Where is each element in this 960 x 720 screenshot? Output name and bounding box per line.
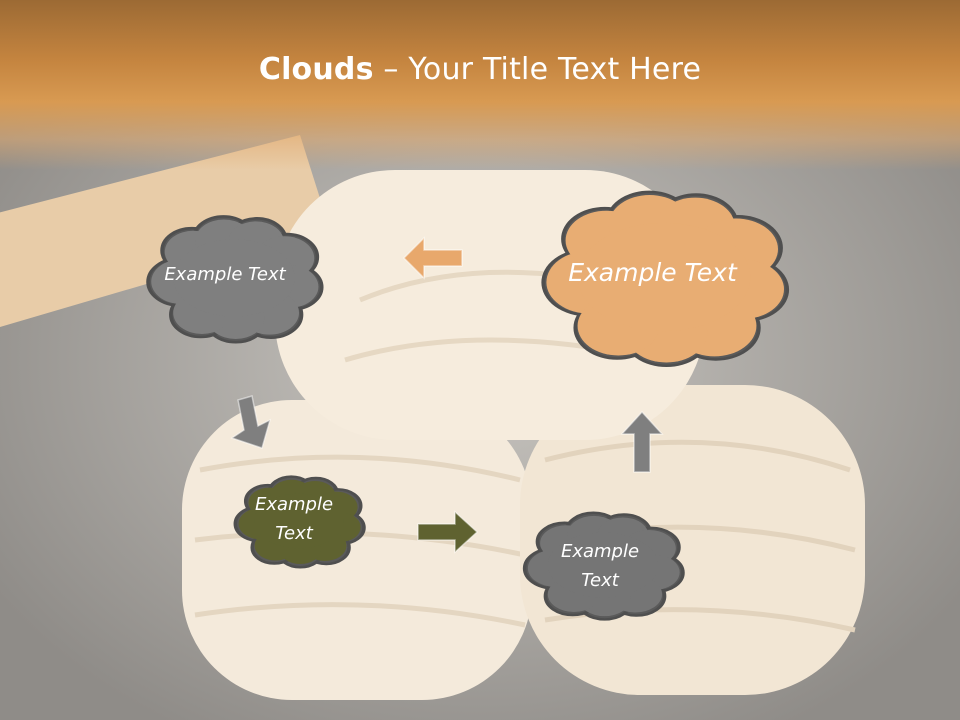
slide-title[interactable]: Clouds – Your Title Text Here	[0, 52, 960, 87]
left-arrow-icon	[402, 236, 463, 280]
cloud-text-gray-top-left[interactable]: Example Text	[164, 264, 286, 285]
title-rest: Your Title Text Here	[408, 52, 702, 87]
rolling-pin	[0, 135, 330, 328]
cloud-text-gray-bottom[interactable]: Example Text	[560, 541, 640, 591]
cloud-text-olive-middle[interactable]: Example Text	[254, 494, 334, 544]
dough-roll-left	[182, 400, 532, 700]
cloud-text-tan-top-right[interactable]: Example Text	[568, 258, 737, 287]
title-separator: –	[373, 52, 409, 87]
title-bold: Clouds	[258, 52, 374, 87]
right-arrow-icon	[417, 510, 479, 554]
up-arrow-icon	[620, 410, 664, 473]
down-arrow-icon	[230, 395, 272, 449]
title-bar	[0, 0, 960, 170]
